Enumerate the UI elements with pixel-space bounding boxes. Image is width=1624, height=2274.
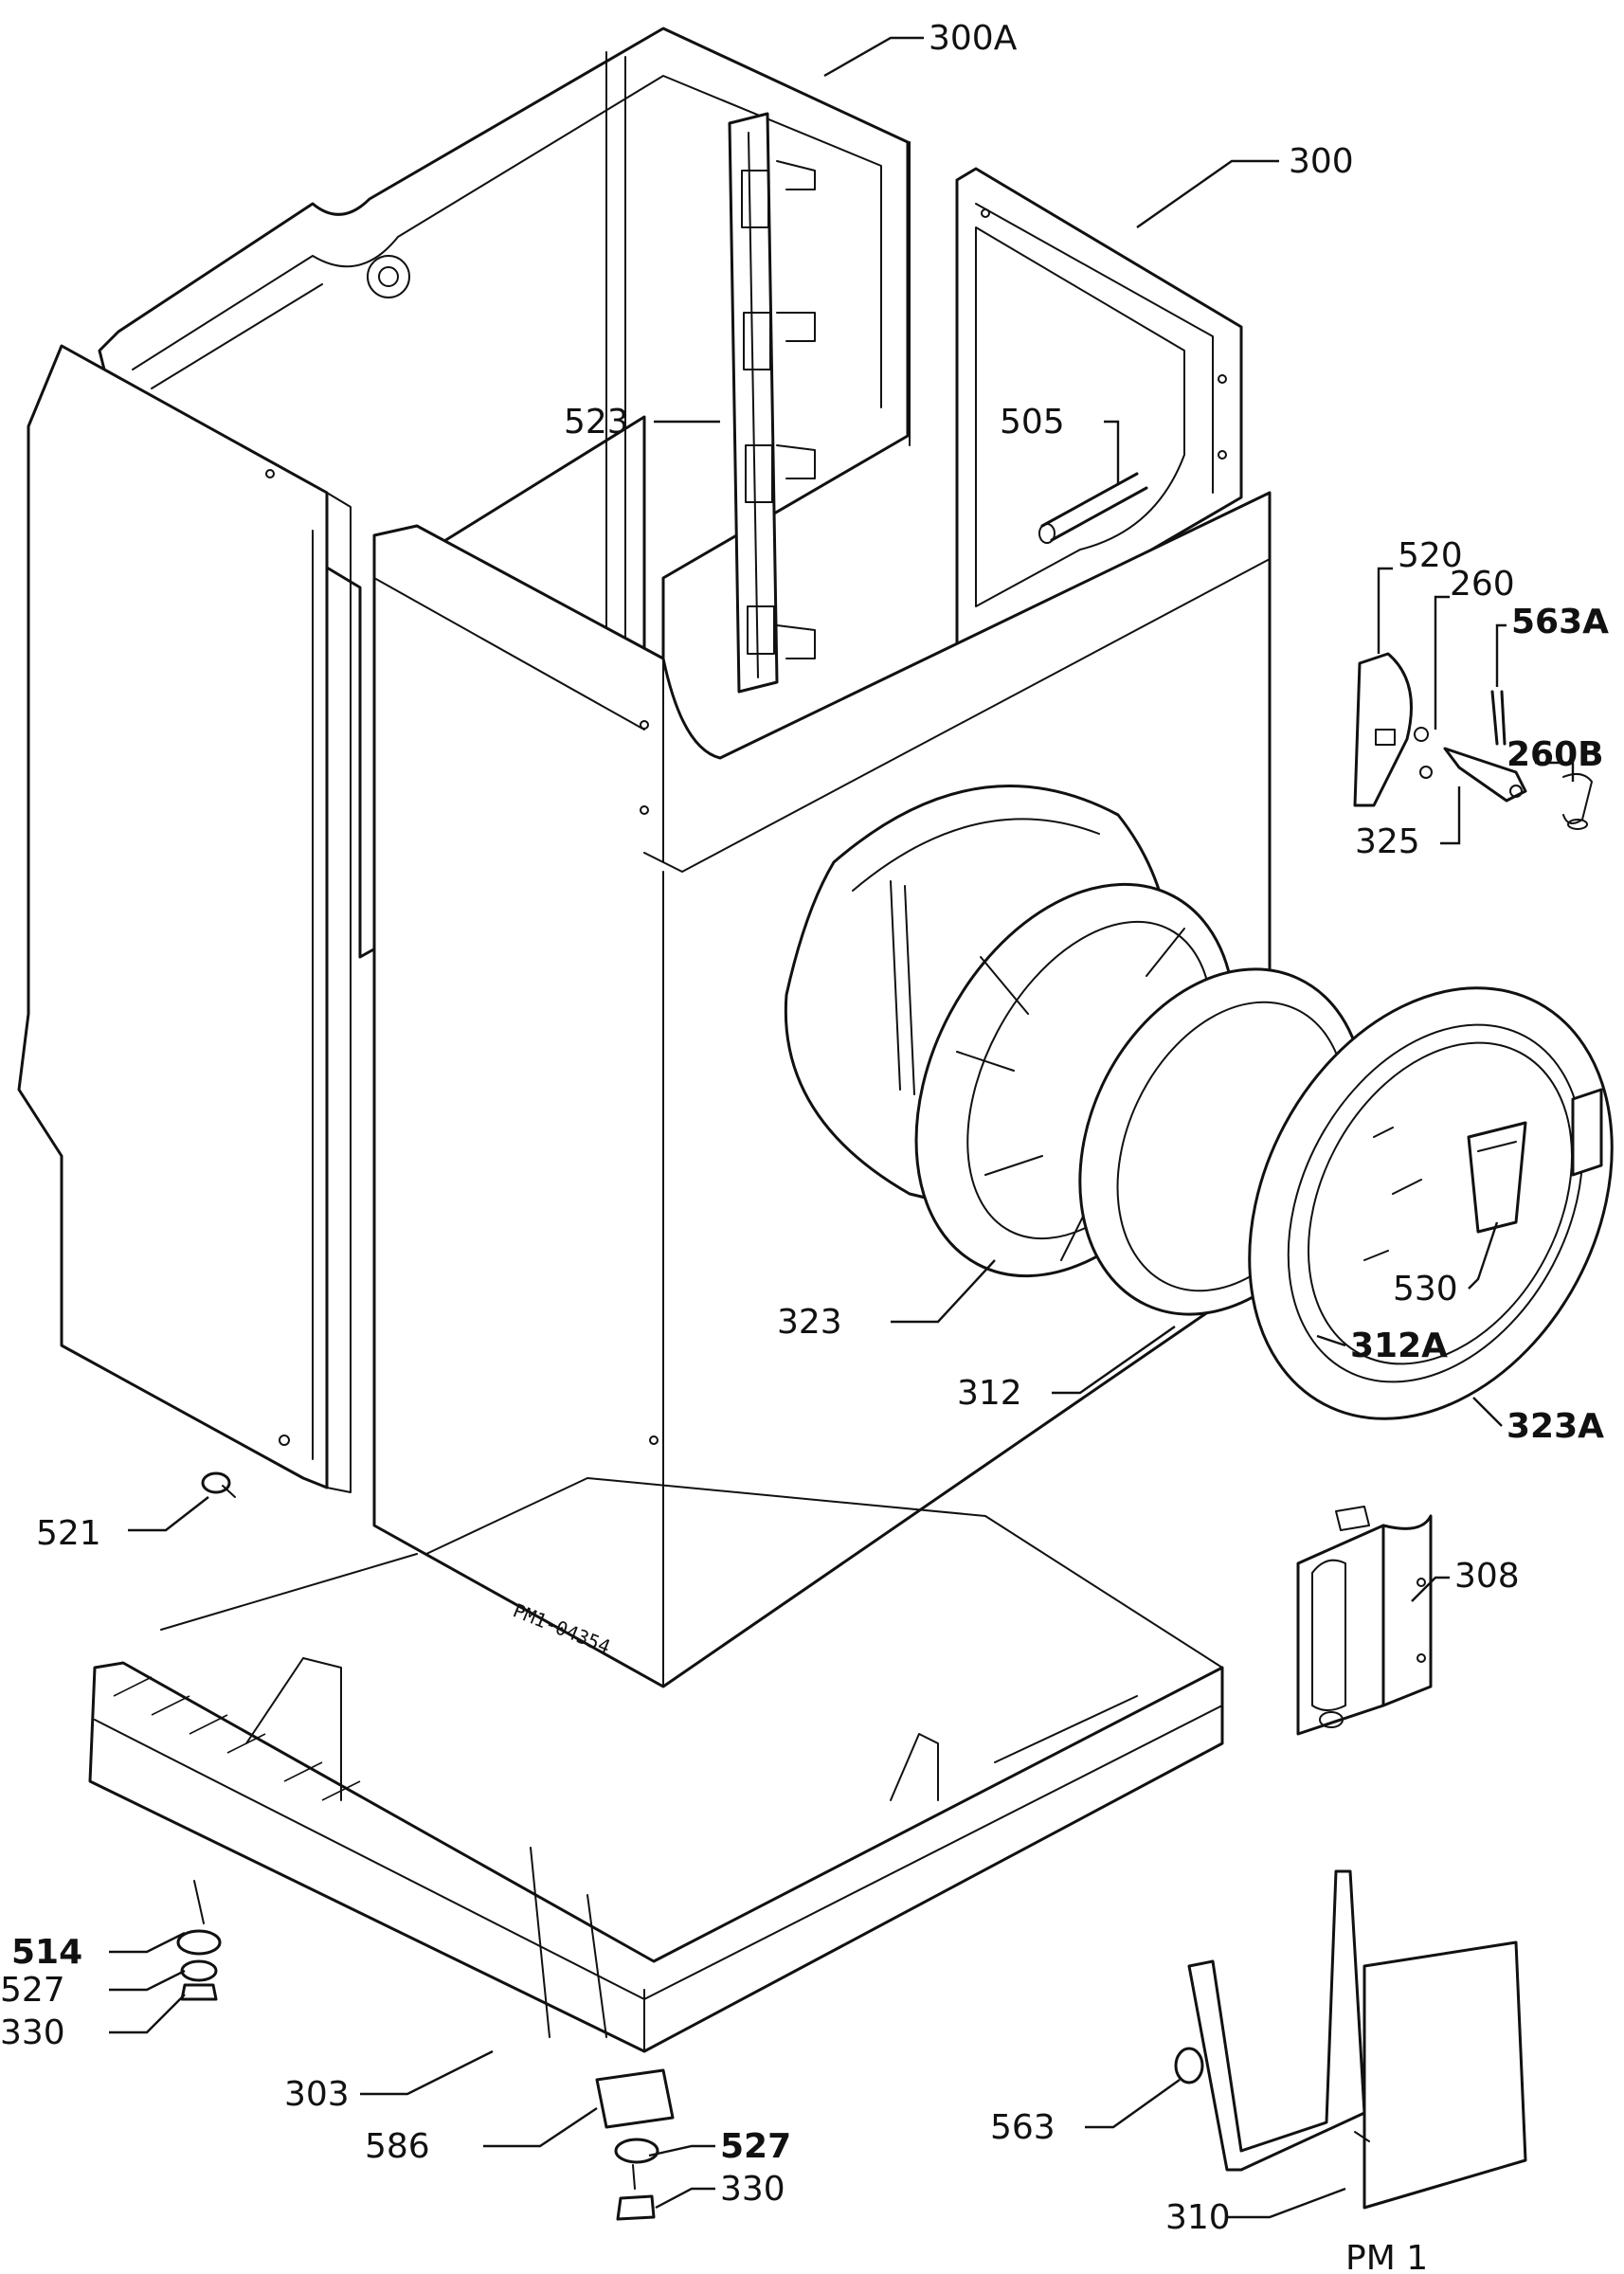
hinge-308: [1296, 1506, 1433, 1736]
label-303: 303: [284, 2075, 350, 2114]
label-586: 586: [365, 2127, 430, 2166]
page-code: PM 1: [1345, 2239, 1428, 2274]
label-323A: 323A: [1507, 1407, 1604, 1446]
hose-505: [1038, 472, 1148, 544]
label-521: 521: [36, 1514, 101, 1553]
foot-right: [595, 2068, 675, 2221]
leader-lines: [109, 36, 1575, 2219]
front-cabinet: [372, 491, 1272, 1688]
side-frame-300: [955, 167, 1243, 665]
door-handle-530: [1467, 1088, 1603, 1234]
label-520: 520: [1398, 536, 1463, 575]
label-530: 530: [1393, 1270, 1458, 1308]
label-527-left: 527: [0, 1971, 65, 2010]
base-hatch: [113, 1676, 361, 1801]
label-308: 308: [1454, 1557, 1520, 1596]
label-300: 300: [1289, 142, 1354, 181]
label-563: 563: [990, 2108, 1056, 2147]
filter-housing-563: [1174, 1869, 1366, 2172]
label-330-left: 330: [0, 2013, 65, 2052]
base-frame-303: [88, 1477, 1224, 2053]
label-260: 260: [1450, 565, 1515, 604]
bracket-523: [728, 112, 816, 694]
label-323: 323: [777, 1303, 842, 1342]
label-330-right: 330: [720, 2170, 785, 2209]
label-312A: 312A: [1350, 1326, 1448, 1365]
filter-cover-310: [1354, 1940, 1527, 2210]
label-260B: 260B: [1507, 735, 1604, 774]
door-lock-parts: [1353, 652, 1593, 830]
label-300A: 300A: [929, 19, 1018, 58]
label-527-right: 527: [720, 2127, 791, 2166]
label-523: 523: [564, 403, 629, 442]
label-310: 310: [1165, 2198, 1231, 2237]
screw-521: [201, 1471, 236, 1498]
foot-left: [176, 1880, 222, 2001]
label-563A: 563A: [1511, 603, 1609, 641]
rear-frame-300A: [98, 27, 911, 959]
door-ring-323A: [1248, 986, 1614, 1420]
label-514: 514: [11, 1933, 82, 1972]
label-312: 312: [957, 1374, 1022, 1413]
part-labels: 300A 300 523 505 520 260 563A 260B 325 3…: [0, 19, 1609, 2237]
left-side-panel: [17, 344, 352, 1493]
label-325: 325: [1355, 822, 1420, 861]
label-505: 505: [1000, 403, 1065, 442]
